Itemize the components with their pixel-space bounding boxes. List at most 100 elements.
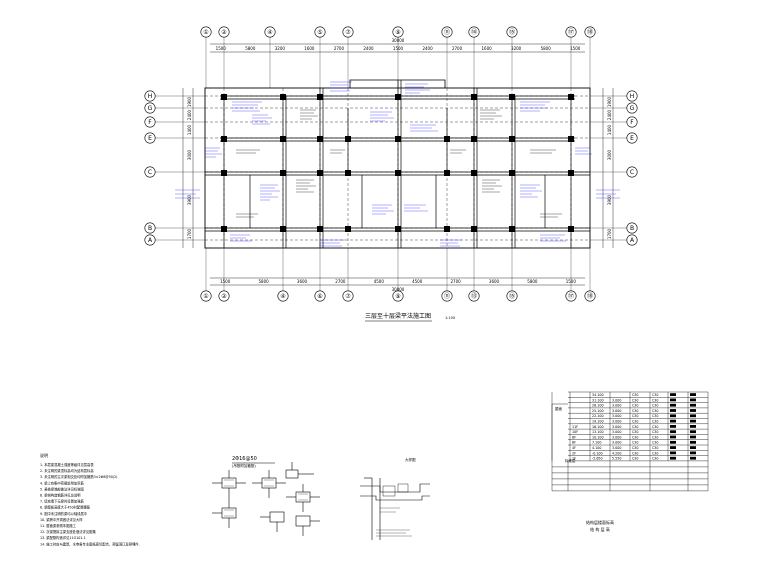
axis-label: ④ [267, 29, 272, 36]
axis-bubble: C [590, 166, 638, 178]
note-line: 9. 图中未注明的梁均以轴线居中 [40, 511, 87, 516]
axis-label: ⑤ [317, 29, 322, 36]
detail-beam-stirrup: 2Φ16@50 (吊筋附加箍筋) [212, 456, 320, 536]
dimension-value: 2700 [335, 279, 346, 284]
axis-label: ⑬ [471, 292, 477, 300]
axis-bubble: ⑪ [441, 26, 453, 88]
axis-label: ⑦ [345, 293, 351, 300]
note-line: 8. 梁腹板高度大于450时配置腰筋 [40, 505, 91, 510]
table-cell: 34.100 [592, 393, 604, 397]
table-cell: C30 [632, 409, 639, 413]
axis-label: ② [221, 293, 227, 300]
table-cell: C30 [632, 420, 639, 424]
table-cell: C30 [652, 420, 659, 424]
table-cell: C30 [652, 393, 659, 397]
axis-label: G [148, 105, 153, 112]
table-cell: C30 [652, 435, 659, 439]
dimension-value: 5800 [259, 279, 270, 284]
axis-label: B [630, 225, 634, 232]
axis-label: C [630, 169, 634, 176]
axis-bubble: ⑮ [506, 26, 518, 88]
table-side-label-2: 标准层 [565, 458, 576, 463]
dimension-value: 5800 [541, 46, 552, 51]
dimension-value: 3200 [511, 46, 522, 51]
dimension-value: 1900 [607, 96, 612, 107]
axis-label: ⑮ [509, 292, 515, 300]
table-cell: C30 [652, 425, 659, 429]
table-cell: 4.100 [592, 446, 601, 450]
dimension-value: 3000 [607, 149, 612, 160]
note-line: 3. 未注明的主次梁相交处均附加箍筋3×2Φ8@50(2) [40, 474, 117, 479]
table-cell: 6F [572, 441, 576, 445]
dimension-value: 3200 [275, 46, 286, 51]
table-cell: 22.100 [592, 414, 604, 418]
axis-bubble: ① [200, 248, 212, 302]
table-cell: C30 [652, 451, 659, 455]
dimension-value: 5800 [245, 46, 256, 51]
axis-bubble: ⑰ [565, 26, 577, 88]
axis-label: ⑮ [509, 28, 515, 36]
axis-bubble: ④ [277, 248, 289, 302]
axis-label: ⑨ [395, 293, 400, 300]
dimension-value: 4500 [412, 279, 423, 284]
table-cell: C30 [632, 430, 639, 434]
axis-label: H [630, 93, 635, 100]
table-cell: C30 [632, 398, 639, 402]
dimension-value: 1500 [393, 46, 404, 51]
beam-plan [175, 43, 620, 286]
dimension-value: 2400 [187, 109, 192, 120]
axis-bubble: A [590, 234, 638, 246]
axis-bubble: H [144, 90, 205, 102]
axis-bubble: ⑱ [584, 248, 596, 302]
note-line: 4. 梁上有集中荷载处附加吊筋 [40, 480, 84, 485]
table-cell: C30 [632, 451, 639, 455]
table-cell: C30 [632, 457, 639, 461]
axis-bubble: ⑭ [468, 26, 480, 88]
table-cell: 3.000 [612, 435, 621, 439]
table-cell: C30 [652, 404, 659, 408]
axis-bubble: A [144, 234, 205, 246]
axis-label: ⑱ [587, 292, 593, 300]
axis-label: ⑰ [568, 292, 574, 300]
axis-bubble: ④ [264, 26, 276, 88]
axis-bubble: ⑦ [342, 26, 354, 88]
note-line: 12. 次梁搭接主梁支座处做法详见图集 [40, 529, 96, 534]
table-cell: C30 [652, 430, 659, 434]
table-cell: C30 [632, 435, 639, 439]
axis-label: F [630, 119, 634, 126]
axis-label: ① [203, 29, 208, 36]
dimension-value: 1600 [304, 46, 315, 51]
table-cell: 5.550 [612, 457, 621, 461]
axis-bubble: ⑪ [441, 248, 453, 302]
axis-label: ② [221, 29, 227, 36]
axis-bubble: F [590, 116, 638, 128]
table-caption-bottom: 结 构 层 高 [590, 526, 610, 532]
axis-label: G [630, 105, 635, 112]
axis-label: ⑨ [395, 29, 400, 36]
table-cell: C30 [652, 457, 659, 461]
table-cell: 28.100 [592, 404, 604, 408]
table-cell: 3.000 [612, 446, 621, 450]
dimension-value: 1600 [482, 46, 493, 51]
axis-bubble: ⑥ [314, 248, 326, 302]
axis-bubble: ⑮ [506, 248, 518, 302]
axis-label: ⑪ [444, 28, 450, 36]
axis-label: ⑭ [471, 28, 477, 36]
table-cell: C30 [632, 441, 639, 445]
table-cell: 3.000 [612, 420, 621, 424]
dimension-value: 1700 [187, 228, 192, 239]
table-cell: 1F [572, 457, 576, 461]
table-cell: C30 [652, 398, 659, 402]
overall-dimension-top: 30000 [392, 38, 405, 43]
axis-bubble: ⑰ [565, 248, 577, 302]
